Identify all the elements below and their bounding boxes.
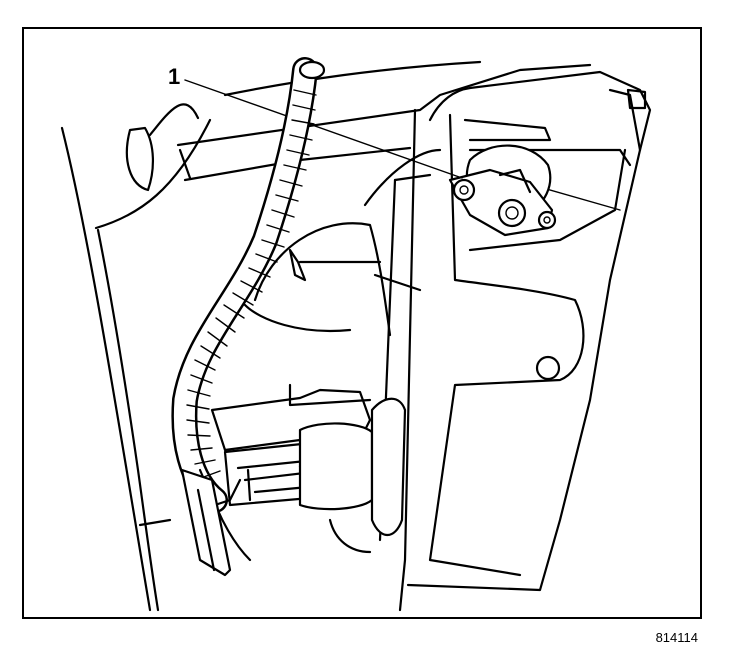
figure-number: 814114 (655, 630, 698, 645)
lower-panel-details (138, 173, 432, 527)
wiring-harness (171, 57, 326, 577)
left-trim-panel (60, 60, 482, 612)
callout-number-1: 1 (168, 64, 181, 89)
callout-leader-line (184, 79, 463, 179)
bulb-socket-connector (208, 383, 407, 562)
component-1-sensor (448, 144, 557, 237)
lamp-housing (243, 108, 442, 612)
